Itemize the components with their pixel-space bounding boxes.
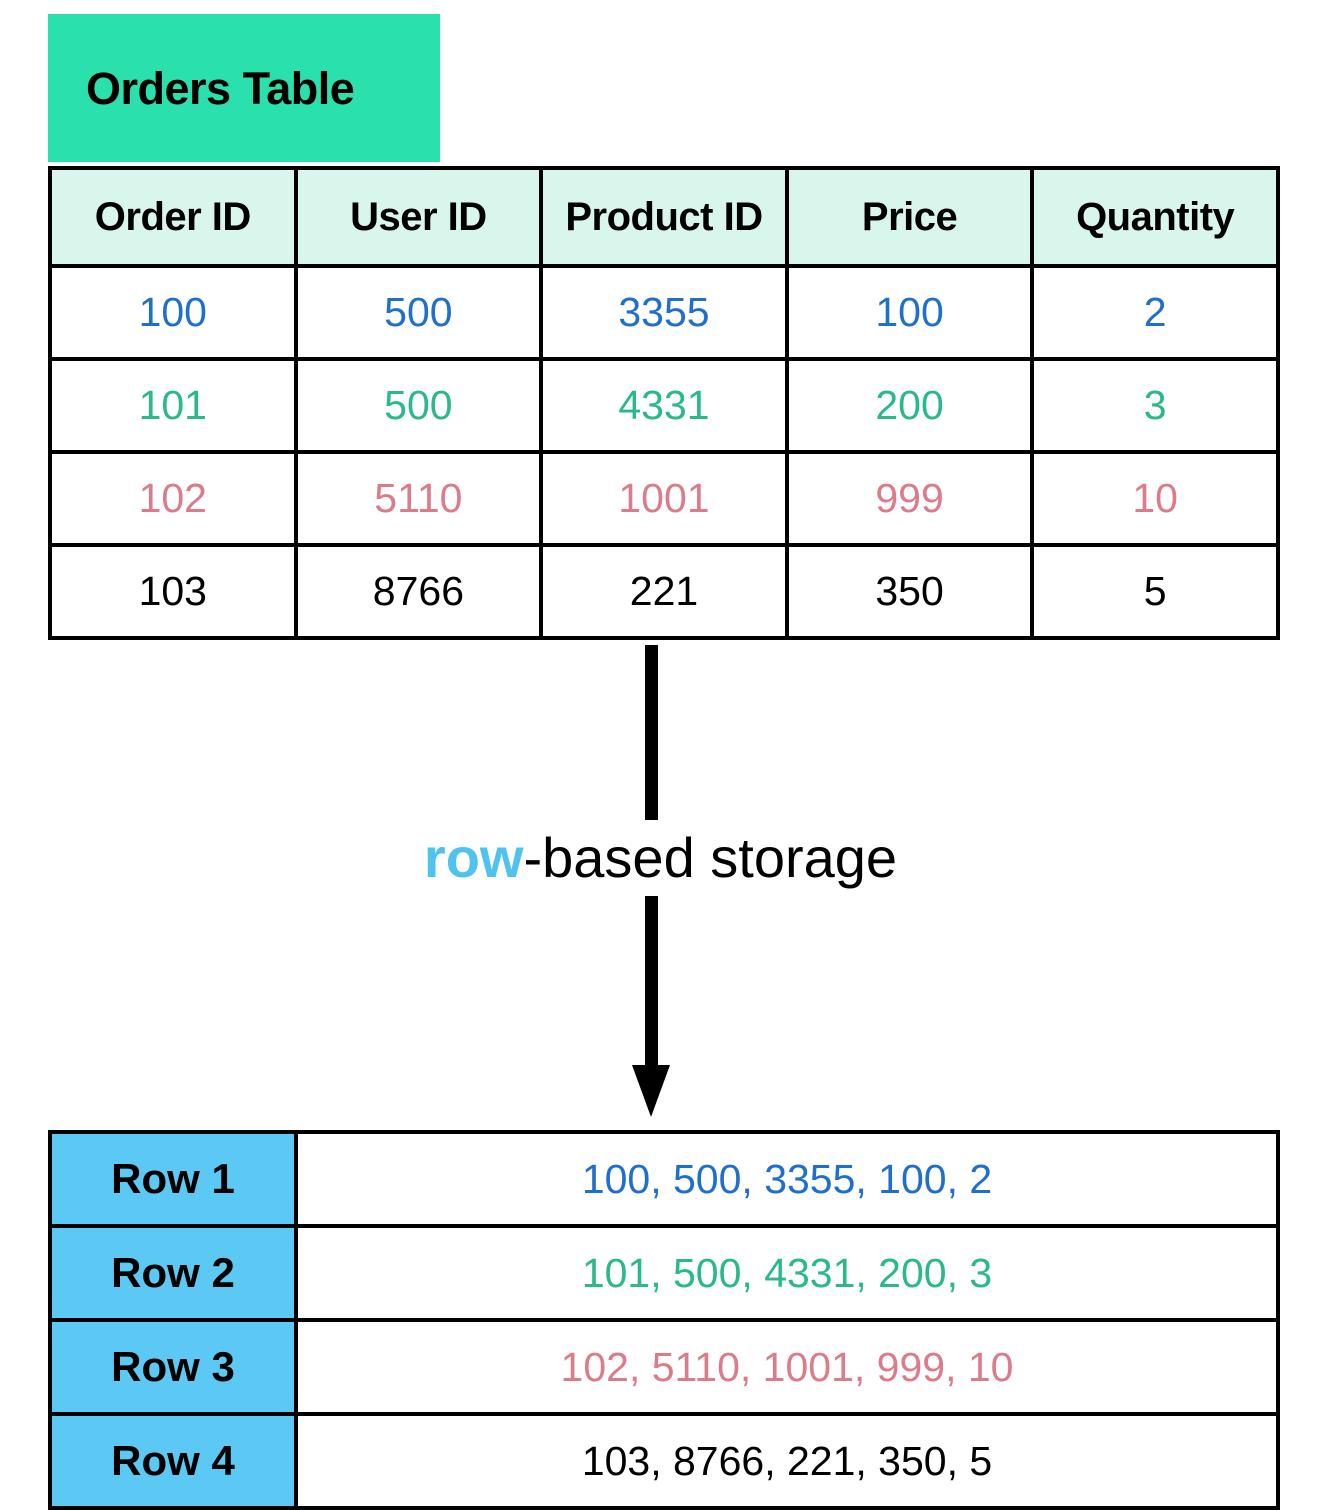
cell-quantity: 5	[1030, 543, 1280, 640]
cell-user-id: 500	[293, 357, 544, 454]
orders-table-title-banner: Orders Table	[48, 14, 440, 162]
row-values: 100, 500, 3355, 100, 2	[294, 1130, 1280, 1228]
row-label: Row 3	[48, 1318, 298, 1416]
list-item: Row 1 100, 500, 3355, 100, 2	[48, 1130, 1280, 1228]
table-row: 100 500 3355 100 2	[48, 264, 1280, 361]
cell-value: 350	[875, 568, 944, 614]
cell-value: 102	[138, 475, 207, 521]
cell-value: 5	[1143, 568, 1167, 614]
row-storage-table: Row 1 100, 500, 3355, 100, 2 Row 2 101, …	[48, 1130, 1280, 1510]
cell-value: 100	[875, 289, 944, 335]
cell-product-id: 4331	[539, 357, 789, 454]
cell-quantity: 2	[1030, 264, 1280, 361]
cell-product-id: 221	[539, 543, 789, 640]
orders-table-header-row: Order ID User ID Product ID Price Quanti…	[48, 166, 1280, 268]
cell-value: 999	[875, 475, 944, 521]
column-header-price: Price	[784, 166, 1035, 268]
cell-value: 2	[1143, 289, 1167, 335]
cell-price: 350	[784, 543, 1035, 640]
storage-caption-rest: -based storage	[523, 826, 898, 889]
row-label: Row 1	[48, 1130, 298, 1228]
cell-value: 10	[1132, 475, 1178, 521]
orders-table: Order ID User ID Product ID Price Quanti…	[48, 166, 1280, 640]
column-header-product-id: Product ID	[539, 166, 789, 268]
cell-value: 8766	[372, 568, 464, 614]
column-header-order-id: Order ID	[48, 166, 298, 268]
cell-quantity: 3	[1030, 357, 1280, 454]
row-values: 103, 8766, 221, 350, 5	[294, 1412, 1280, 1510]
cell-value: 200	[875, 382, 944, 428]
cell-value: 3	[1143, 382, 1167, 428]
list-item: Row 4 103, 8766, 221, 350, 5	[48, 1412, 1280, 1510]
cell-value: 100	[138, 289, 207, 335]
cell-order-id: 100	[48, 264, 298, 361]
cell-value: 500	[384, 382, 453, 428]
table-row: 103 8766 221 350 5	[48, 543, 1280, 640]
list-item: Row 2 101, 500, 4331, 200, 3	[48, 1224, 1280, 1322]
cell-value: 101	[138, 382, 207, 428]
list-item: Row 3 102, 5110, 1001, 999, 10	[48, 1318, 1280, 1416]
cell-order-id: 103	[48, 543, 298, 640]
column-header-user-id: User ID	[293, 166, 544, 268]
table-row: 102 5110 1001 999 10	[48, 450, 1280, 547]
cell-value: 500	[384, 289, 453, 335]
cell-user-id: 500	[293, 264, 544, 361]
column-header-quantity: Quantity	[1030, 166, 1280, 268]
cell-order-id: 101	[48, 357, 298, 454]
cell-product-id: 1001	[539, 450, 789, 547]
down-arrow-head	[632, 1065, 670, 1117]
page-title: Orders Table	[86, 62, 355, 114]
cell-quantity: 10	[1030, 450, 1280, 547]
cell-value: 103	[138, 568, 207, 614]
table-row: 101 500 4331 200 3	[48, 357, 1280, 454]
cell-value: 4331	[618, 382, 710, 428]
cell-value: 5110	[374, 475, 463, 521]
cell-value: 1001	[618, 475, 710, 521]
cell-product-id: 3355	[539, 264, 789, 361]
cell-price: 100	[784, 264, 1035, 361]
storage-caption-inner: row-based storage	[397, 820, 924, 897]
cell-order-id: 102	[48, 450, 298, 547]
row-label: Row 4	[48, 1412, 298, 1510]
cell-value: 221	[629, 568, 699, 614]
row-values: 102, 5110, 1001, 999, 10	[294, 1318, 1280, 1416]
cell-value: 3355	[618, 289, 710, 335]
row-label: Row 2	[48, 1224, 298, 1322]
cell-user-id: 5110	[293, 450, 544, 547]
storage-caption-keyword: row	[423, 826, 524, 889]
cell-price: 200	[784, 357, 1035, 454]
cell-price: 999	[784, 450, 1035, 547]
storage-caption: row-based storage	[0, 820, 1321, 897]
cell-user-id: 8766	[293, 543, 544, 640]
row-values: 101, 500, 4331, 200, 3	[294, 1224, 1280, 1322]
